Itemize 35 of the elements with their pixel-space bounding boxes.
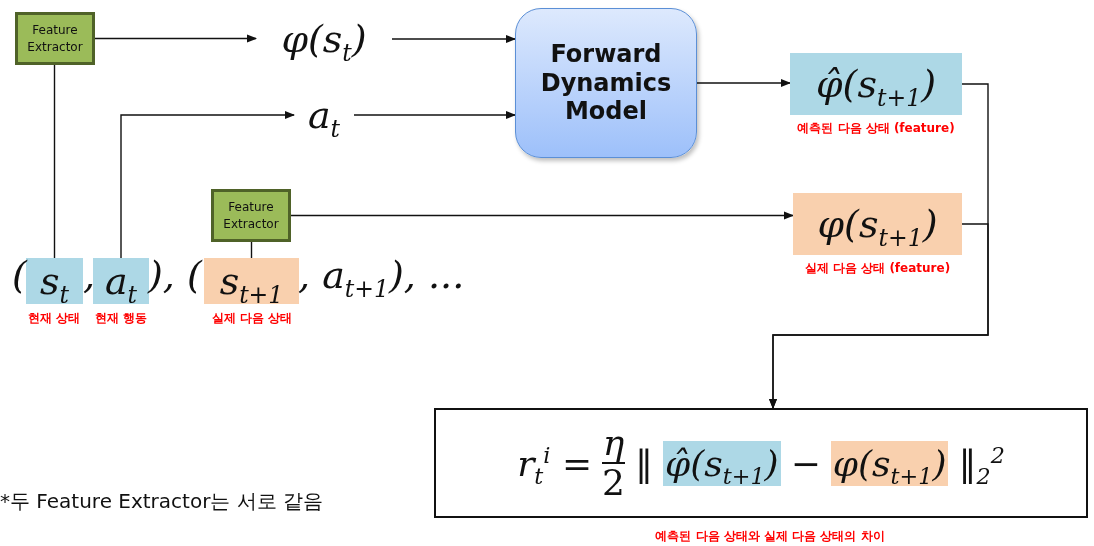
math-punctuation: , a$_{t+1}$), ...: [298, 252, 465, 298]
caption-text: 현재 상태: [26, 310, 82, 327]
highlighted-term: φ(s$_{t+1}$): [830, 440, 949, 486]
arrow: [769, 223, 989, 409]
caption-text: 실제 다음 상태: [210, 310, 294, 327]
math-term: a$_{t}$: [294, 90, 354, 140]
arrow: [353, 111, 516, 119]
math-punctuation: ,: [83, 252, 96, 298]
formula-box: [434, 408, 1088, 518]
highlighted-term: φ̂(s$_{t+1}$): [790, 53, 962, 115]
math-punctuation: (: [12, 252, 27, 298]
formula-term: ‖: [634, 441, 654, 486]
highlighted-term: φ̂(s$_{t+1}$): [663, 440, 781, 486]
process-box: Feature Extractor: [15, 12, 95, 65]
connector-line: [53, 64, 56, 259]
formula-term: −: [789, 441, 822, 486]
arrow: [94, 34, 257, 43]
fraction-denominator: 2: [602, 462, 625, 502]
highlighted-term: φ(s$_{t+1}$): [793, 193, 962, 255]
arrow: [290, 211, 794, 220]
caption-text: 실제 다음 상태 (feature): [803, 260, 952, 277]
note-text: *두 Feature Extractor는 서로 같음: [0, 488, 324, 515]
formula-term: r$_{t}$$^{i}$ =: [516, 440, 594, 486]
math-punctuation: ), (: [148, 252, 202, 298]
fraction-numerator: η: [602, 424, 625, 462]
arrow: [391, 35, 516, 43]
highlighted-term: s$_{t+1}$: [204, 258, 299, 304]
caption-text: 현재 행동: [93, 310, 149, 327]
arrow: [120, 111, 295, 259]
math-term: φ(s$_{t}$): [256, 14, 392, 64]
process-box: Forward Dynamics Model: [515, 8, 697, 158]
arrow: [696, 79, 791, 87]
caption-text: 예측된 다음 상태 (feature): [796, 120, 956, 137]
process-box: Feature Extractor: [211, 189, 291, 242]
caption-text: 예측된 다음 상태와 실제 다음 상태의 차이: [654, 528, 886, 545]
